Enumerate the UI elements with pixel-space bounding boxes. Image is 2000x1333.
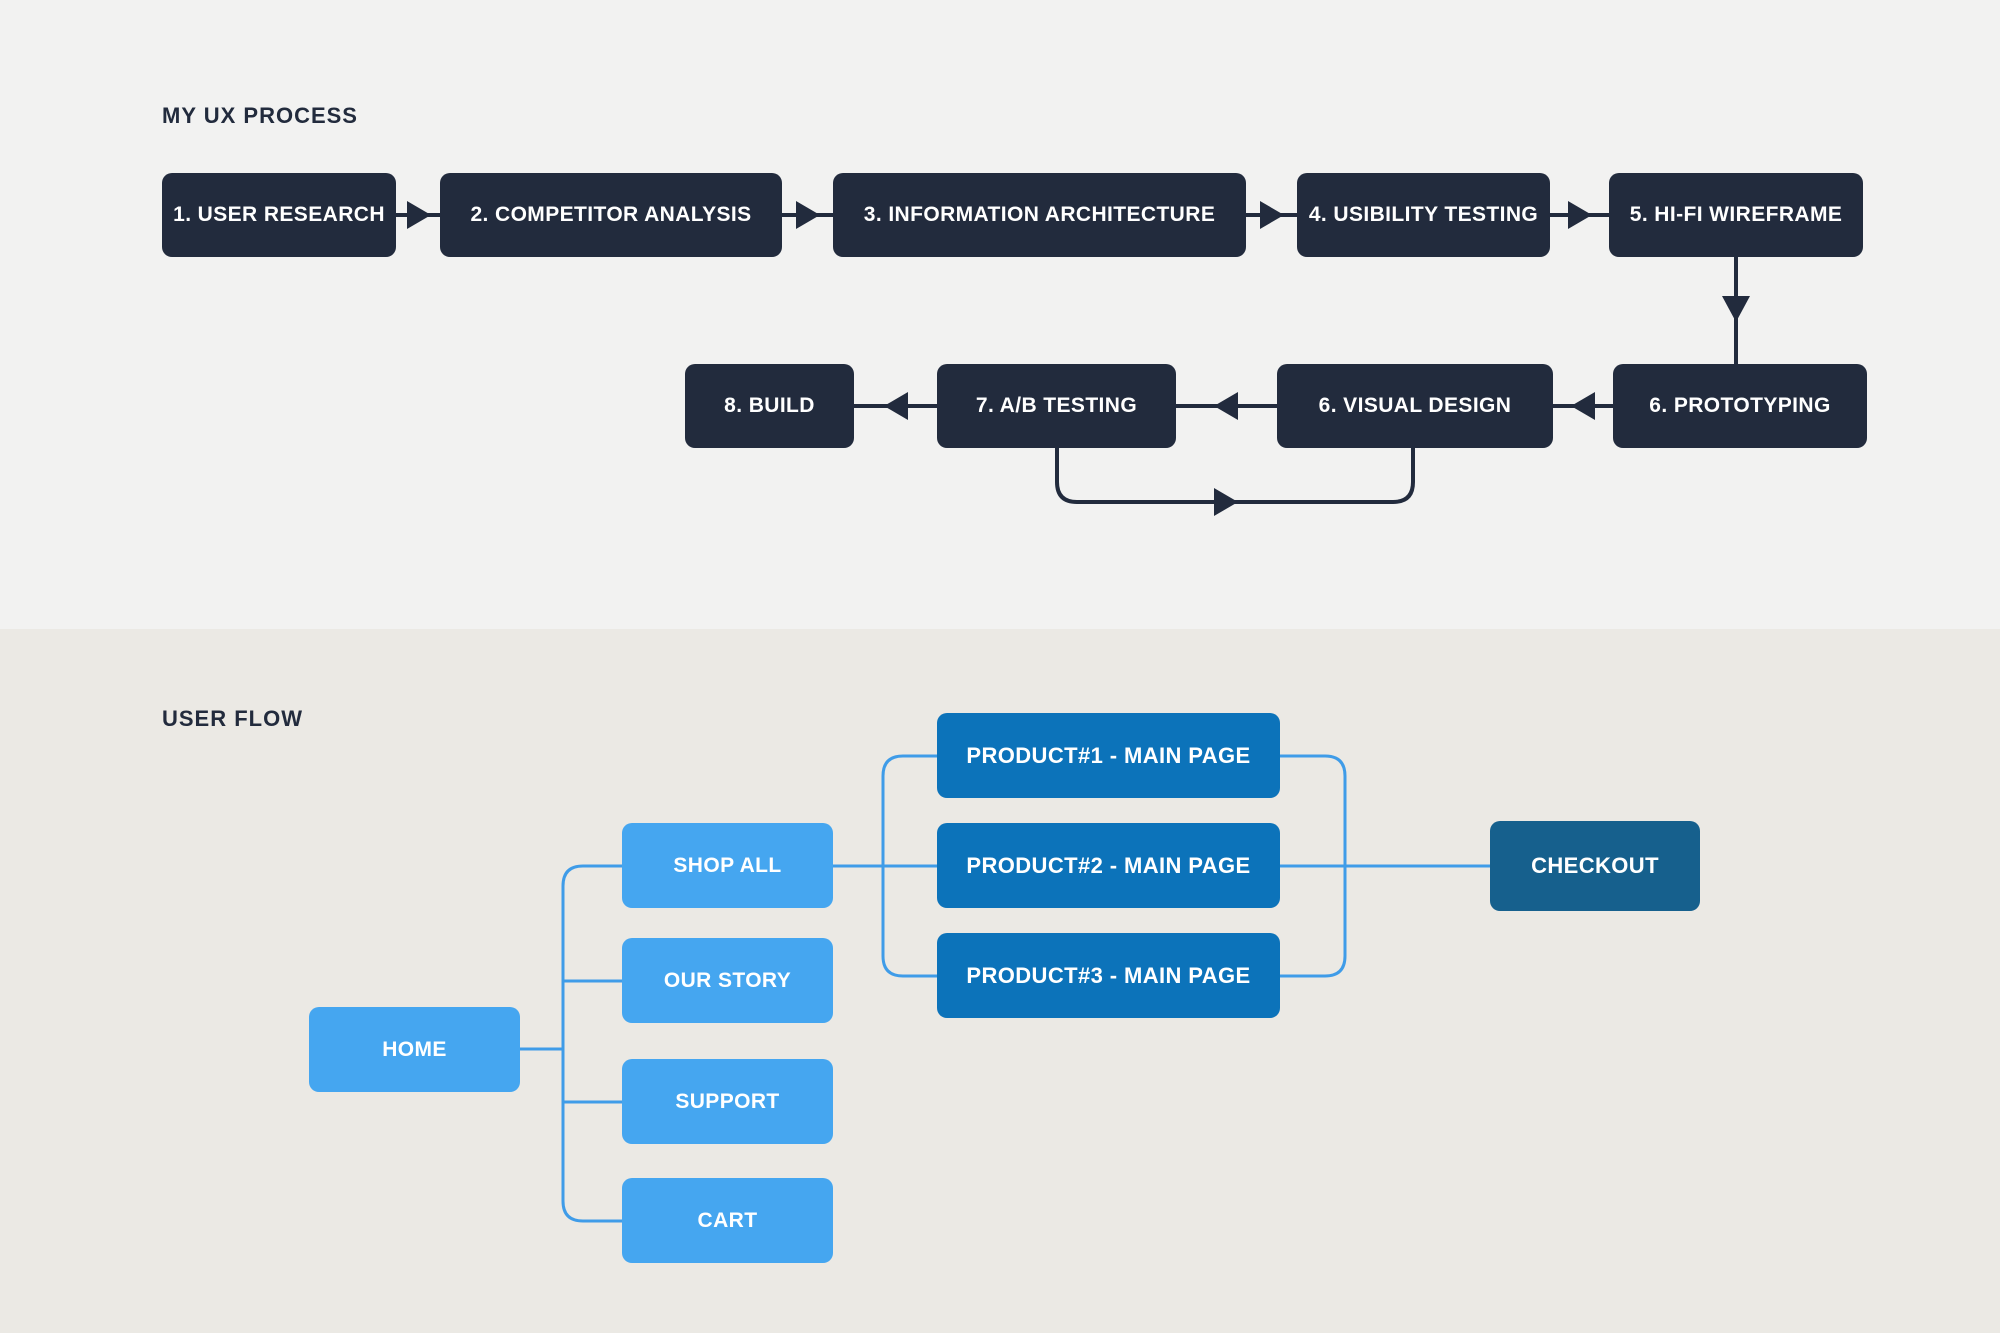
connector-product-spine-right — [1280, 754, 1347, 978]
process-step-ab-testing: 7. A/B TESTING — [937, 364, 1176, 448]
arrowhead-right-step4-step5 — [1568, 201, 1592, 229]
connector-product-spine-left — [881, 754, 939, 978]
ux-process-section — [0, 0, 2000, 629]
user-flow-connectors — [520, 754, 1490, 1223]
arrowhead-right-step3-step4 — [1260, 201, 1284, 229]
flow-node-product1-main-page: PRODUCT#1 - MAIN PAGE — [937, 713, 1280, 798]
flow-node-shop-all: SHOP ALL — [622, 823, 833, 908]
process-step-competitor-analysis: 2. COMPETITOR ANALYSIS — [440, 173, 782, 257]
arrowhead-right-step2-step3 — [796, 201, 820, 229]
arrowhead-right-step1-step2 — [407, 201, 431, 229]
connector-left-spine — [561, 864, 622, 1223]
arrowhead-left-prototyping-visualdesign — [1571, 392, 1595, 420]
process-step-hifi-wireframe: 5. HI-FI WIREFRAME — [1609, 173, 1863, 257]
flow-node-product2-main-page: PRODUCT#2 - MAIN PAGE — [937, 823, 1280, 908]
flow-node-support: SUPPORT — [622, 1059, 833, 1144]
process-step-visual-design: 6. VISUAL DESIGN — [1277, 364, 1553, 448]
feedback-loop-abtesting-visualdesign — [1055, 448, 1415, 504]
arrowhead-left-abtesting-build — [884, 392, 908, 420]
process-arrows — [396, 201, 1750, 516]
flow-node-home: HOME — [309, 1007, 520, 1092]
process-step-build: 8. BUILD — [685, 364, 854, 448]
flow-node-cart: CART — [622, 1178, 833, 1263]
flow-node-our-story: OUR STORY — [622, 938, 833, 1023]
user-flow-title: USER FLOW — [162, 706, 303, 731]
flow-node-checkout: CHECKOUT — [1490, 821, 1700, 911]
process-step-usibility-testing: 4. USIBILITY TESTING — [1297, 173, 1550, 257]
process-step-prototyping: 6. PROTOTYPING — [1613, 364, 1867, 448]
flow-node-product3-main-page: PRODUCT#3 - MAIN PAGE — [937, 933, 1280, 1018]
process-step-information-architecture: 3. INFORMATION ARCHITECTURE — [833, 173, 1246, 257]
arrowhead-right-feedback-loop — [1214, 488, 1238, 516]
arrowhead-left-visualdesign-abtesting — [1214, 392, 1238, 420]
process-step-user-research: 1. USER RESEARCH — [162, 173, 396, 257]
arrowhead-down-step5-prototyping — [1722, 296, 1750, 322]
ux-process-title: MY UX PROCESS — [162, 103, 358, 128]
